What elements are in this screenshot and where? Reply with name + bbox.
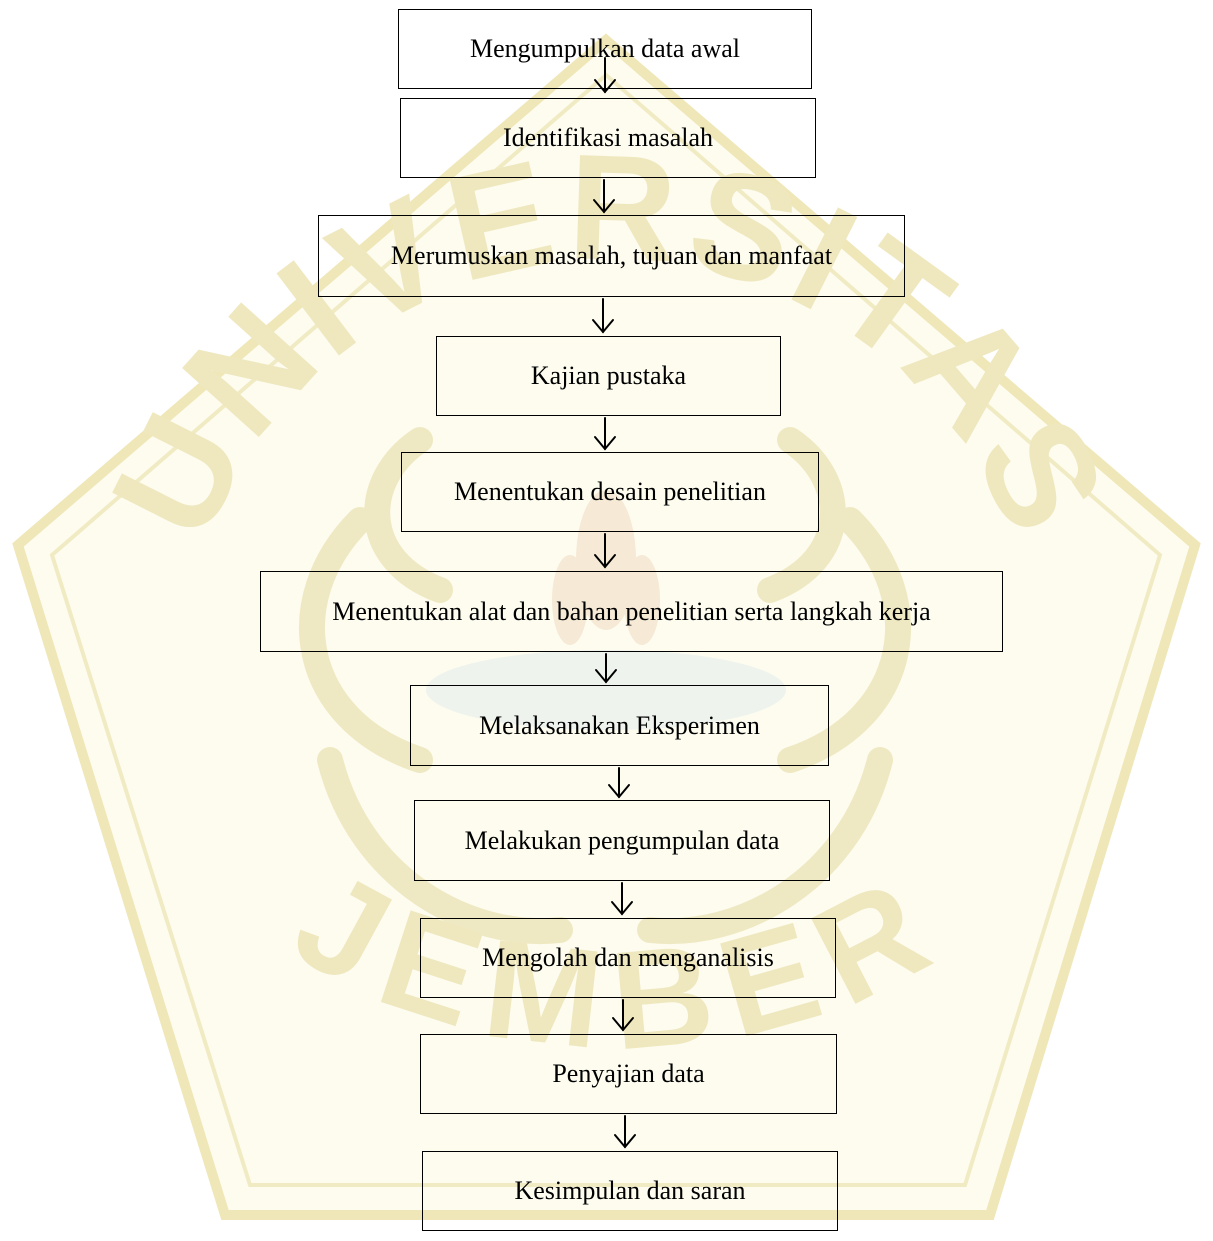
step-box-4: Kajian pustaka bbox=[436, 336, 781, 416]
step-label-5: Menentukan desain penelitian bbox=[454, 477, 766, 506]
step-label-1: Mengumpulkan data awal bbox=[469, 34, 741, 63]
shield-inner-outline bbox=[49, 72, 1163, 1187]
step-box-2: Identifikasi masalah bbox=[400, 98, 816, 178]
step-box-10: Penyajian data bbox=[420, 1034, 837, 1114]
step-box-9: Mengolah dan menganalisis bbox=[420, 918, 836, 998]
step-label-10: Penyajian data bbox=[552, 1059, 705, 1088]
step-box-7: Melaksanakan Eksperimen bbox=[410, 685, 829, 766]
step-box-8: Melakukan pengumpulan data bbox=[414, 800, 830, 881]
step-label-4: Kajian pustaka bbox=[530, 361, 687, 390]
step-box-11: Kesimpulan dan saran bbox=[422, 1151, 838, 1231]
step-box-5: Menentukan desain penelitian bbox=[401, 452, 819, 532]
step-label-8: Melakukan pengumpulan data bbox=[464, 825, 780, 855]
step-label-9: Mengolah dan menganalisis bbox=[482, 943, 774, 972]
emblem-swirls bbox=[299, 427, 911, 944]
step-label-7: Melaksanakan Eksperimen bbox=[479, 710, 760, 740]
step-box-1: Mengumpulkan data awal bbox=[398, 9, 812, 89]
step-label-3: Merumuskan masalah, tujuan dan manfaat bbox=[390, 241, 833, 270]
step-label-11: Kesimpulan dan saran bbox=[514, 1176, 746, 1205]
step-label-2: Identifikasi masalah bbox=[502, 123, 714, 152]
step-label-6: Menentukan alat dan bahan penelitian ser… bbox=[332, 596, 931, 626]
step-box-6: Menentukan alat dan bahan penelitian ser… bbox=[260, 571, 1003, 652]
step-box-3: Merumuskan masalah, tujuan dan manfaat bbox=[318, 215, 905, 297]
emblem-book bbox=[426, 650, 786, 730]
